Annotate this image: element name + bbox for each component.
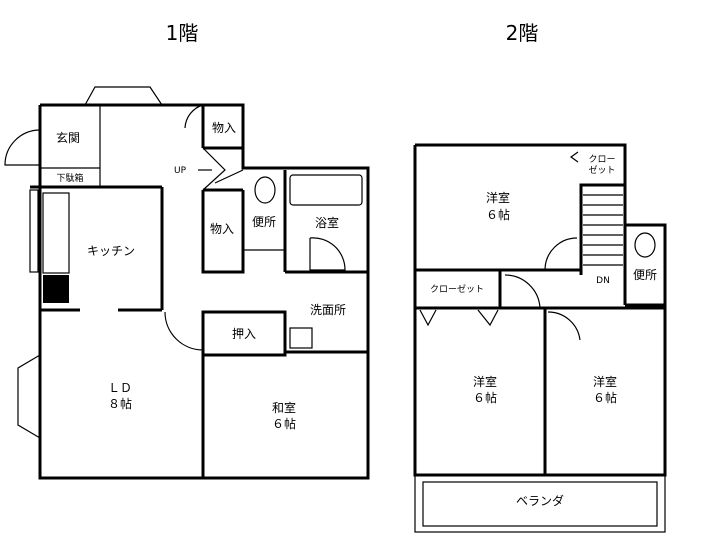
label-western3: 洋室 bbox=[593, 374, 617, 389]
label-storage-top: 物入 bbox=[212, 121, 236, 135]
washbasin bbox=[289, 327, 313, 349]
door-western2 bbox=[504, 274, 541, 309]
label-bath: 浴室 bbox=[315, 215, 339, 230]
label-closet-b: クローゼット bbox=[430, 283, 484, 295]
label-up: UP bbox=[174, 166, 187, 176]
bathtub bbox=[289, 174, 363, 206]
label-dn: DN bbox=[596, 276, 610, 286]
label-washroom: 洗面所 bbox=[310, 303, 346, 317]
label-shoe-box: 下駄箱 bbox=[56, 172, 83, 184]
label-western2-size: ６帖 bbox=[473, 390, 497, 405]
label-oshiire: 押入 bbox=[232, 327, 256, 341]
label-western1: 洋室 bbox=[486, 190, 510, 205]
kitchen-stove bbox=[42, 192, 70, 274]
label-storage-mid: 物入 bbox=[210, 222, 234, 236]
bay-window-left bbox=[17, 353, 41, 440]
bath-door bbox=[309, 237, 346, 271]
label-japanese-size: ６帖 bbox=[272, 416, 296, 431]
floor-1-title: 1階 bbox=[166, 21, 199, 45]
label-western3-size: ６帖 bbox=[593, 390, 617, 405]
door-western1 bbox=[544, 237, 578, 271]
label-ld: ＬＤ bbox=[108, 381, 132, 395]
bay-window-top bbox=[83, 86, 164, 106]
label-toilet-1f: 便所 bbox=[252, 215, 276, 229]
door-western3 bbox=[547, 311, 581, 341]
label-ld-size: ８帖 bbox=[108, 396, 132, 411]
storage-door bbox=[184, 104, 204, 129]
floor-2-plan: 洋室 ６帖 クロー ゼット クローゼット DN 便所 洋室 ６帖 洋室 ６帖 ベ… bbox=[413, 143, 667, 533]
arrow-icon bbox=[569, 151, 579, 163]
label-closet-a1: クロー bbox=[588, 154, 615, 165]
label-entrance: 玄関 bbox=[56, 130, 80, 145]
stairs bbox=[202, 147, 244, 191]
floor-2-title: 2階 bbox=[506, 21, 539, 45]
floor-2-outer-wall bbox=[413, 143, 667, 477]
label-japanese-room: 和室 bbox=[272, 400, 296, 415]
label-kitchen: キッチン bbox=[87, 244, 135, 258]
ld-door bbox=[164, 311, 204, 351]
label-closet-a2: ゼット bbox=[588, 164, 615, 176]
toilet-bowl-2f bbox=[634, 232, 656, 258]
stairs-2f bbox=[583, 194, 623, 266]
kitchen-sink bbox=[43, 275, 69, 303]
floor-1-outer-wall bbox=[38, 103, 370, 480]
toilet-bowl bbox=[254, 176, 276, 204]
label-western2: 洋室 bbox=[473, 374, 497, 389]
kitchen-window bbox=[29, 189, 39, 273]
label-western1-size: ６帖 bbox=[486, 207, 510, 222]
closet-doors bbox=[419, 309, 499, 327]
balcony bbox=[414, 474, 666, 533]
label-balcony: ベランダ bbox=[516, 493, 564, 508]
entrance-door bbox=[4, 129, 41, 166]
floor-1-plan: 玄関 下駄箱 物入 UP 物入 便所 浴室 キッチン 洗面所 押入 ＬＤ ８帖 … bbox=[4, 86, 370, 480]
label-toilet-2f: 便所 bbox=[633, 268, 657, 282]
